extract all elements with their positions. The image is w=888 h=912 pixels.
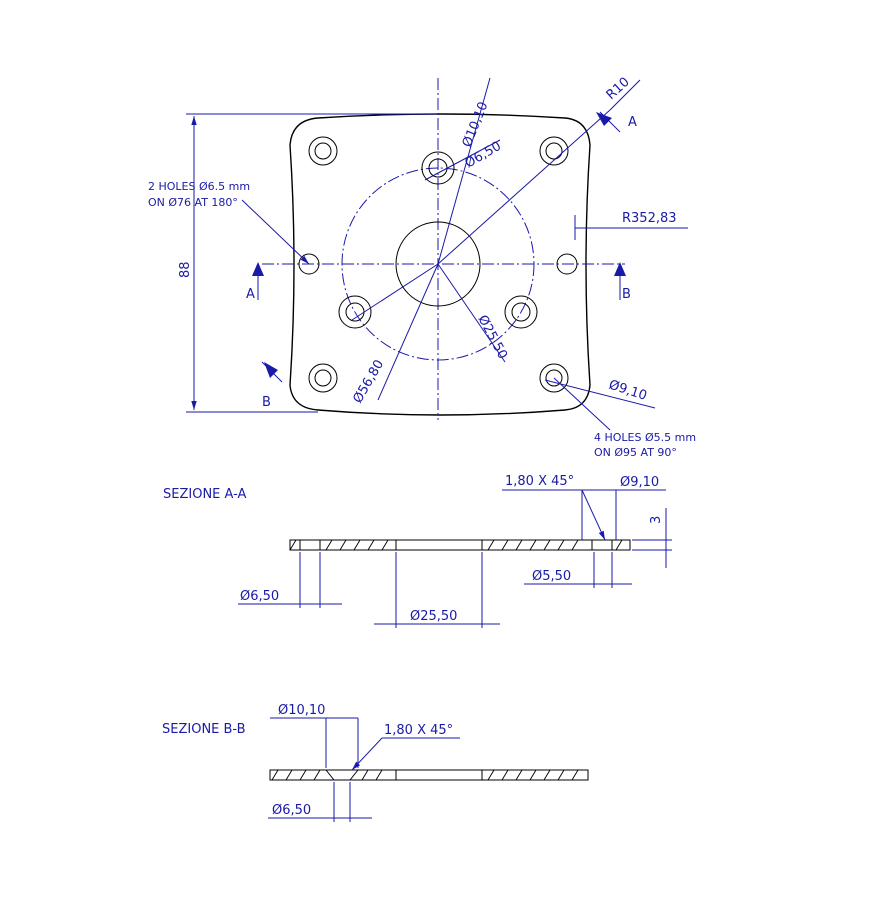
dim-r10: R10 [604, 75, 633, 103]
bolt-circle [341, 167, 535, 361]
bb-dim-10-10: Ø10,10 [278, 703, 325, 718]
note-4-holes-2: ON Ø95 AT 90° [594, 446, 677, 459]
section-b-bottom-arrow [264, 362, 278, 378]
leader-r10 [437, 109, 611, 265]
bolt-hole-lower-right [504, 295, 538, 329]
section-label-a-top: A [628, 115, 637, 130]
section-bb-title: SEZIONE B-B [162, 722, 246, 737]
corner-hole-bottom-right [539, 363, 569, 393]
aa-dim-9-10: Ø9,10 [620, 475, 659, 490]
side-hole-right [556, 253, 578, 275]
leader-dia-top [437, 77, 491, 265]
section-label-b-right: B [622, 287, 631, 302]
aa-thickness: 3 [649, 516, 664, 524]
section-a-top-arrow [596, 112, 612, 126]
section-bb-hatch [271, 769, 579, 781]
leader-r10-tail [609, 79, 641, 111]
section-b-b: SEZIONE B-B Ø10,10 1,80 X 45° [162, 703, 589, 822]
leader-center-dia [437, 263, 506, 363]
aa-dim-6-50: Ø6,50 [240, 589, 279, 604]
corner-hole-top-left [308, 136, 338, 166]
bb-chamfer-leader [351, 737, 383, 771]
plate-outline [289, 113, 591, 416]
leader-bolt-circle [377, 263, 439, 401]
aa-dim-5-50: Ø5,50 [532, 569, 571, 584]
dim-center-dia: Ø25,50 [474, 313, 510, 362]
section-aa-plate [289, 539, 631, 551]
aa-chamfer: 1,80 X 45° [505, 474, 574, 489]
dim-corner-dia: Ø9,10 [607, 378, 649, 404]
dim-r352: R352,83 [622, 211, 677, 226]
corner-hole-bottom-left [308, 363, 338, 393]
section-a-a: SEZIONE A-A Ø6,5 [163, 474, 672, 628]
dim-height: 88 [178, 261, 193, 278]
leader-4-holes [553, 377, 611, 431]
section-label-b-bottom: B [262, 395, 271, 410]
section-aa-hatch [289, 539, 623, 551]
aa-dim-25-50: Ø25,50 [410, 609, 457, 624]
leader-corner-dia [544, 379, 656, 409]
note-4-holes-1: 4 HOLES Ø5.5 mm [594, 431, 696, 444]
note-2-holes-2: ON Ø76 AT 180° [148, 196, 238, 209]
section-a-left-arrow [252, 262, 264, 276]
leader-bolt-hole [351, 263, 439, 321]
section-label-a-left: A [246, 287, 255, 302]
corner-hole-top-right [539, 136, 569, 166]
section-b-right-arrow [614, 262, 626, 276]
center-hole [395, 221, 481, 307]
section-aa-title: SEZIONE A-A [163, 487, 247, 502]
dim-bolt-circle: Ø56,80 [350, 357, 387, 406]
section-bb-plate [269, 769, 589, 781]
leader-2-holes [241, 199, 310, 265]
bb-dim-6-50: Ø6,50 [272, 803, 311, 818]
leader-dia-inner [424, 139, 501, 181]
dim-top-dia: Ø10,10 [460, 100, 492, 150]
bb-chamfer: 1,80 X 45° [384, 723, 453, 738]
plan-view: Ø10,10 Ø6,50 R10 R352,83 88 2 HOLES Ø6.5… [148, 75, 696, 459]
aa-chamfer-leader [581, 489, 606, 541]
note-2-holes-1: 2 HOLES Ø6.5 mm [148, 180, 250, 193]
side-hole-left [298, 253, 320, 275]
